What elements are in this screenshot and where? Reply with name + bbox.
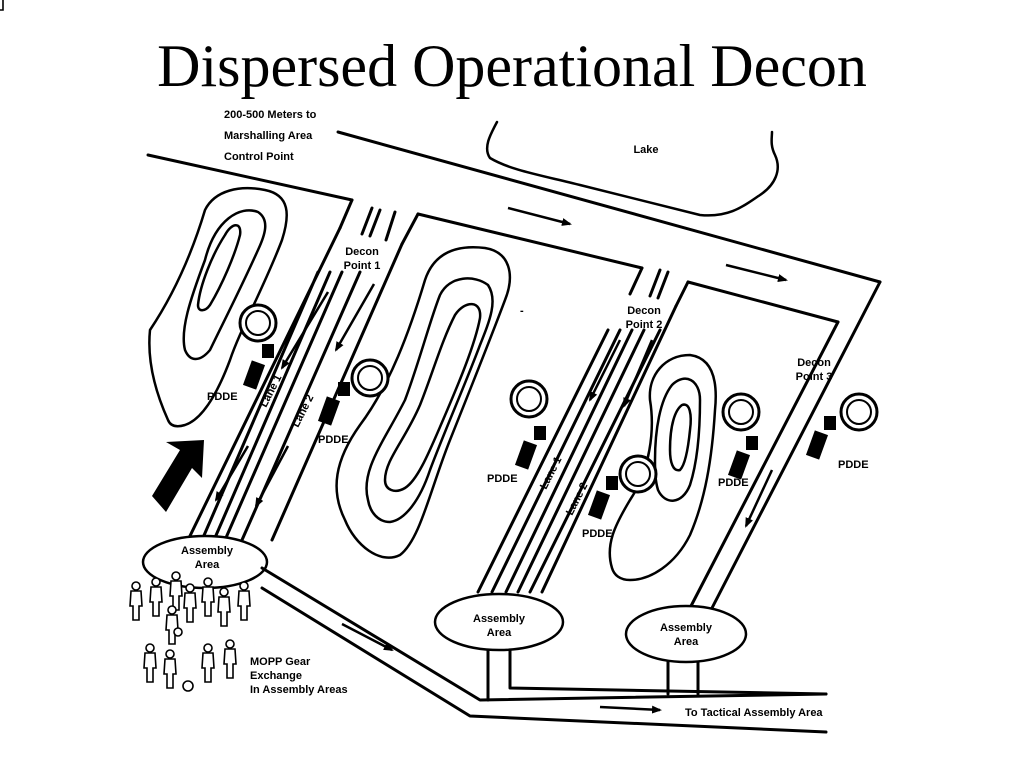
direction-arrow-icon <box>507 206 572 226</box>
assembly-area-1-label-line2: Area <box>195 559 220 571</box>
hill-1-inner <box>196 224 242 312</box>
road-lower-inner <box>260 586 828 734</box>
decon-point-1-label-line1: Decon <box>345 246 379 258</box>
distance-label-line2: Marshalling Area <box>224 130 313 142</box>
road-right-inner <box>688 320 840 610</box>
road-upper-left <box>146 153 354 202</box>
decon-point-2-label-line1: Decon <box>627 305 661 317</box>
hill-2-inner <box>383 302 482 492</box>
decon-point-1-label-line2: Point 1 <box>344 260 381 272</box>
decon-point-2-label-line2: Point 2 <box>626 319 663 331</box>
direction-arrow-icon <box>599 705 662 714</box>
assembly-area-1-label-line1: Assembly <box>181 545 234 557</box>
road-upper-right <box>336 130 882 284</box>
pdde-box-icon <box>727 436 758 480</box>
pdde-box-icon <box>805 416 836 460</box>
decon-drum-icon <box>509 379 549 419</box>
assembly-2-connector <box>486 648 828 702</box>
road-right-outer <box>710 280 882 610</box>
distance-label-line3: Control Point <box>224 151 294 163</box>
direction-arrow-icon <box>341 622 394 652</box>
lane-stub-1 <box>338 198 354 230</box>
lane-stub-2 <box>360 206 382 238</box>
pdde-label: PDDE <box>487 473 518 485</box>
lake-shoreline <box>485 120 779 217</box>
mopp-label-line2: Exchange <box>250 670 302 682</box>
lane-stub-4 <box>628 266 690 308</box>
big-arrow-icon <box>152 440 204 512</box>
page-title: Dispersed Operational Decon <box>157 33 867 99</box>
decon-point-3-label-line1: Decon <box>797 357 831 369</box>
soldier-group-icon <box>0 0 251 692</box>
assembly-area-3 <box>624 604 748 664</box>
mopp-label-line3: In Assembly Areas <box>250 684 348 696</box>
direction-arrow-icon <box>725 263 788 282</box>
decon-drum-icon <box>618 454 658 494</box>
distance-label-line1: 200-500 Meters to <box>224 109 317 121</box>
hill-3-inner <box>668 403 692 472</box>
hill-3-mid <box>653 377 702 502</box>
tactical-assembly-label: To Tactical Assembly Area <box>685 707 823 719</box>
lane-stub-3 <box>384 210 420 246</box>
pdde-box-icon <box>587 476 618 520</box>
pdde-box-icon <box>514 426 546 470</box>
decon-drum-icon <box>839 392 879 432</box>
decon-drum-icon <box>238 303 278 343</box>
assembly-area-2-label-line2: Area <box>487 627 512 639</box>
road-second-upper <box>416 212 644 270</box>
road-third-upper <box>686 280 840 324</box>
hill-1-mid <box>182 209 267 361</box>
direction-arrow-icon <box>214 445 250 502</box>
pdde-box-icon <box>317 382 350 426</box>
assembly-area-2 <box>433 592 565 652</box>
pdde-label: PDDE <box>582 528 613 540</box>
decon-drum-icon <box>350 358 390 398</box>
lane-set-1 <box>186 226 404 542</box>
decon-point-3-label-line2: Point 3 <box>796 371 833 383</box>
lane-2-label: Lane 2 <box>290 393 317 430</box>
hill-1-outer <box>148 186 288 428</box>
direction-arrow-icon <box>622 339 654 408</box>
hill-2-outer <box>335 246 512 559</box>
lane-set-2 <box>476 304 678 594</box>
assembly-area-2-label-line1: Assembly <box>473 613 526 625</box>
direction-arrow-icon <box>588 339 622 402</box>
road-lower-main <box>260 566 828 702</box>
pdde-label: PDDE <box>318 434 349 446</box>
pdde-label: PDDE <box>207 391 238 403</box>
mopp-label-line1: MOPP Gear <box>250 656 311 668</box>
decon-drum-icon <box>721 392 761 432</box>
pdde-label: PDDE <box>718 477 749 489</box>
assembly-area-3-label-line2: Area <box>674 636 699 648</box>
direction-arrow-icon <box>254 445 290 508</box>
assembly-3-connector <box>666 660 700 696</box>
direction-arrow-icon <box>280 291 330 370</box>
direction-arrow-icon <box>334 283 376 352</box>
lake-label: Lake <box>633 144 658 156</box>
direction-arrow-icon <box>744 469 774 528</box>
assembly-area-3-label-line1: Assembly <box>660 622 713 634</box>
dash-mark: - <box>520 305 524 317</box>
pdde-label: PDDE <box>838 459 869 471</box>
pdde-box-icon <box>242 344 274 390</box>
hill-2-mid <box>365 277 494 524</box>
